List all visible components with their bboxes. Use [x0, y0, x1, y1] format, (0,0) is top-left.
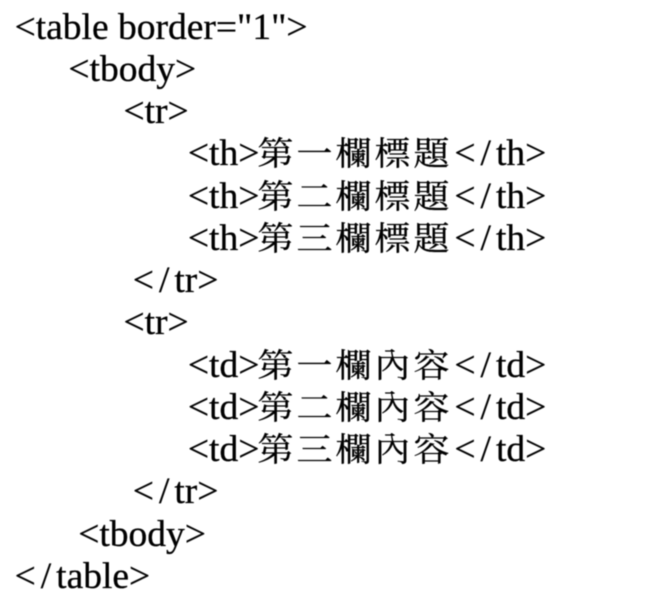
- code-line-text: <tr>: [123, 302, 189, 344]
- code-line: <tr>: [123, 91, 646, 133]
- code-line-text: <td>第一欄內容</td>: [187, 344, 547, 386]
- code-line: </tr>: [133, 260, 646, 302]
- slash-glyph: /: [480, 175, 491, 217]
- code-line: <table border="1">: [14, 6, 646, 49]
- slash-glyph: /: [480, 133, 491, 175]
- code-line: <tbody>: [68, 49, 646, 91]
- slash-glyph: /: [40, 555, 52, 597]
- code-line-text: </tr>: [132, 260, 219, 302]
- code-line: <td>第一欄內容</td>: [187, 344, 646, 387]
- code-line-text: <tbody>: [78, 513, 206, 555]
- code-line: </table>: [14, 555, 646, 598]
- code-line-text: </tr>: [132, 471, 219, 513]
- code-line-text: <tr>: [123, 91, 189, 133]
- slash-glyph: /: [480, 344, 491, 386]
- code-line-text: <tbody>: [68, 48, 197, 90]
- code-line-text: <th>第二欄標題</th>: [187, 175, 547, 217]
- code-line-text: </table>: [14, 555, 151, 597]
- slash-glyph: /: [480, 429, 491, 471]
- slash-glyph: /: [480, 217, 491, 259]
- code-line-text: <td>第二欄內容</td>: [187, 386, 547, 428]
- code-line: <th>第二欄標題</th>: [187, 175, 646, 218]
- code-line-text: <td>第三欄內容</td>: [187, 429, 547, 471]
- code-line-text: <th>第一欄標題</th>: [187, 133, 547, 175]
- code-line: <th>第三欄標題</th>: [188, 218, 646, 260]
- code-line: <td>第三欄內容</td>: [188, 429, 646, 471]
- code-line: <td>第二欄內容</td>: [188, 387, 646, 429]
- slash-glyph: /: [158, 471, 170, 513]
- code-line: <tbody>: [78, 513, 646, 556]
- code-line: </tr>: [133, 471, 646, 513]
- slash-glyph: /: [158, 260, 170, 302]
- code-line-text: <th>第三欄標題</th>: [187, 217, 547, 259]
- code-line: <th>第一欄標題</th>: [188, 133, 646, 175]
- code-line-text: <table border="1">: [14, 6, 308, 48]
- code-line: <tr>: [123, 302, 646, 344]
- slash-glyph: /: [480, 386, 491, 428]
- code-block: <table border="1"><tbody><tr><th>第一欄標題</…: [14, 6, 646, 599]
